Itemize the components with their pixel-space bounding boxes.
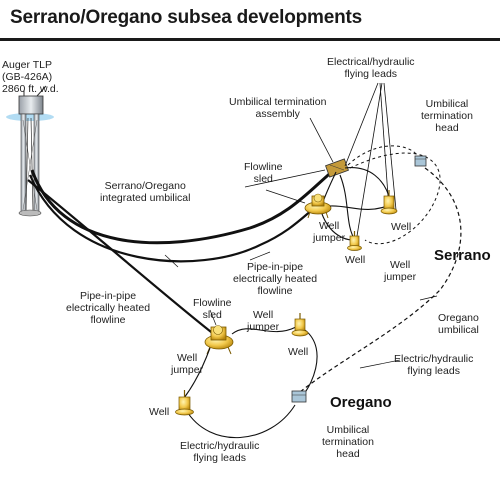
flying-leads-top-label: Electrical/hydraulic flying leads: [327, 56, 415, 80]
utermination-assembly-label: Umbilical termination assembly: [229, 96, 327, 120]
well-jumper-oregano-b-label: Well jumper: [171, 352, 204, 376]
oregano-field-label: Oregano: [330, 394, 392, 411]
integrated-umbilical-line: [30, 168, 335, 245]
well-oregano-1-label: Well: [288, 346, 309, 358]
flowline-sled-oregano-label: Flowline sled: [193, 297, 232, 321]
serrano-field-label: Serrano: [434, 247, 491, 264]
oregano-well-jumper-b: [183, 347, 211, 399]
serrano-flowline-line: [28, 174, 319, 263]
flying-leads-oregano-label: Electric/hydraulic flying leads: [394, 353, 474, 377]
utermination-head-oregano-label: Umbilical termination head: [322, 424, 374, 460]
well-serrano-1-label: Well: [391, 221, 412, 233]
oregano-umbilical-label: Oregano umbilical: [438, 312, 479, 336]
oregano-utermination-head: [291, 390, 307, 403]
auger-tlp-label: Auger TLP (GB-426A) 2860 ft. w.d.: [2, 59, 59, 95]
serrano-well-jumper-a: [329, 204, 391, 211]
flowline-sled-serrano-label: Flowline sled: [244, 161, 283, 185]
page-title: Serrano/Oregano subsea developments: [10, 7, 363, 28]
serrano-flowline-sled: [304, 193, 332, 219]
pip-flowline-serrano-label: Pipe-in-pipe electrically heated flowlin…: [233, 261, 318, 297]
oregano-flying-leads-line: [299, 329, 318, 399]
utermination-head-top-label: Umbilical termination head: [421, 98, 473, 134]
well-jumper-oregano-a-label: Well jumper: [247, 309, 280, 333]
well-jumper-serrano-b-label: Well jumper: [384, 259, 417, 283]
well-serrano-2-label: Well: [345, 254, 366, 266]
umbilical-termination-assembly: [325, 158, 349, 178]
serrano-utermination-head: [414, 155, 427, 167]
serrano-well-2-structure: [347, 231, 362, 251]
serrano-well-1-structure: [380, 190, 398, 215]
flying-leads-bottom-label: Electric/hydraulic flying leads: [180, 440, 260, 464]
oregano-flowline-sled: [204, 325, 234, 355]
well-oregano-2-label: Well: [149, 406, 170, 418]
auger-tlp-platform: [6, 85, 54, 217]
well-jumper-serrano-a-label: Well jumper: [313, 220, 346, 244]
oregano-well-2-structure: [175, 390, 194, 416]
oregano-well-jumper-a: [231, 326, 297, 335]
title-rule: [0, 38, 500, 41]
flying-leads-callouts: [244, 82, 397, 237]
pip-flowline-oregano-label: Pipe-in-pipe electrically heated flowlin…: [66, 290, 151, 326]
oregano-flowline-line: [27, 179, 216, 336]
integrated-umbilical-label: Serrano/Oregano integrated umbilical: [100, 180, 191, 204]
oregano-flying-leads-line-2: [185, 404, 296, 439]
serrano-dashed-loop: [349, 152, 441, 245]
label-leaders: [164, 189, 438, 369]
oregano-well-1-structure: [291, 313, 309, 337]
